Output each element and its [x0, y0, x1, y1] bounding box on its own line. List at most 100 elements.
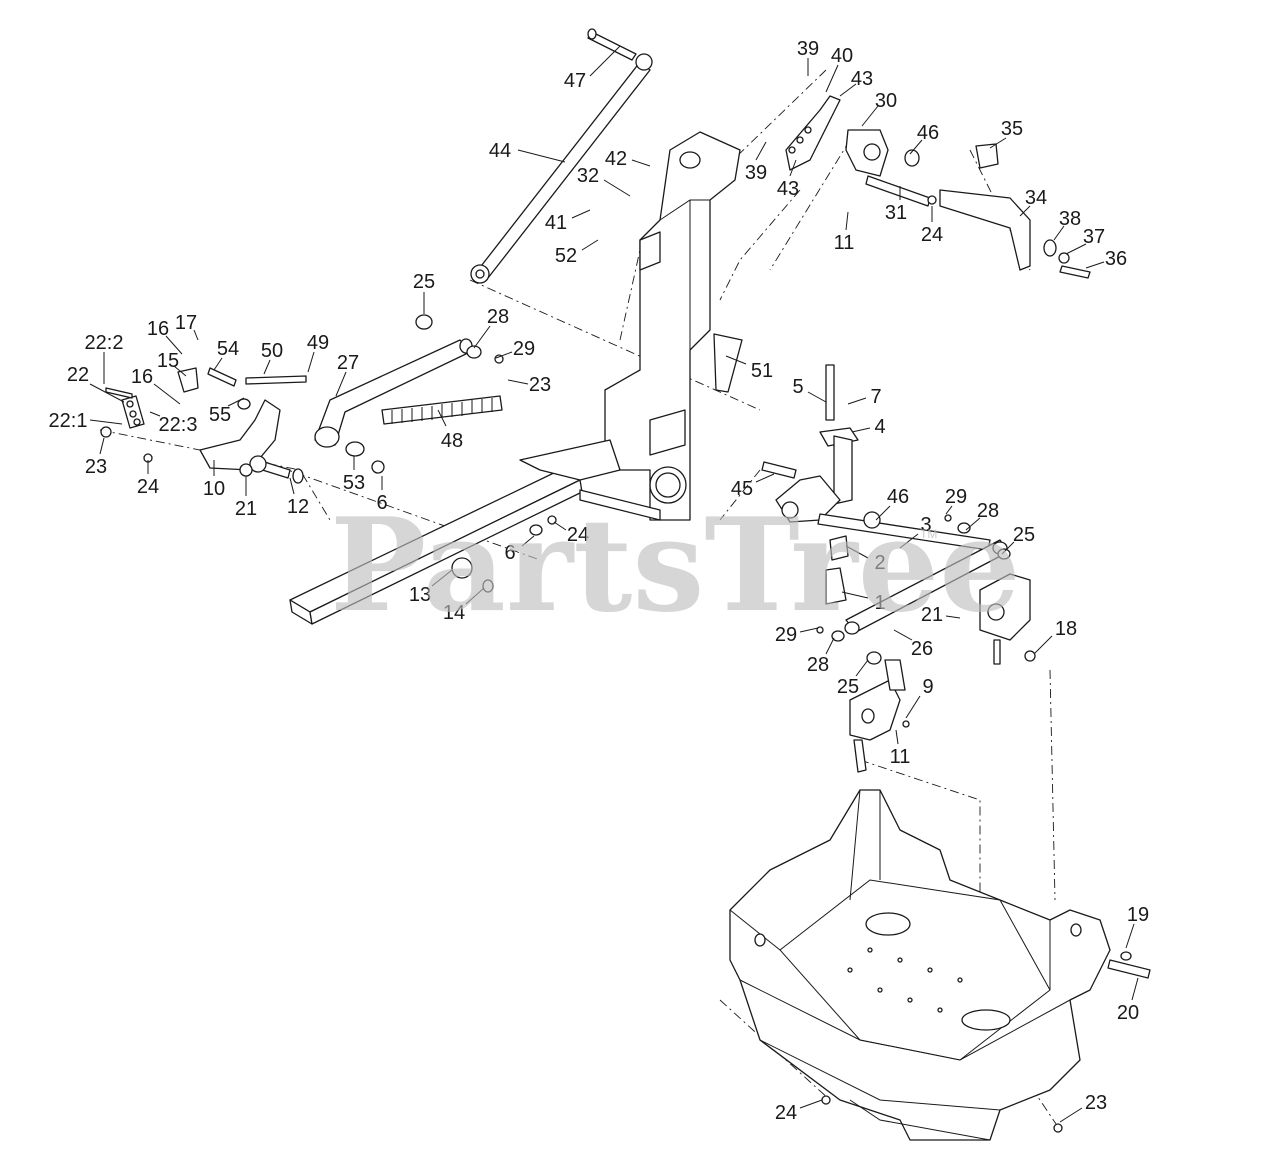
callout-number: 39 — [797, 38, 819, 60]
callout-leader-line — [909, 139, 923, 155]
callout-number: 29 — [513, 338, 535, 360]
callout-leader-line — [1053, 225, 1065, 241]
callout-leader-line — [799, 627, 819, 633]
callout-leader-line — [437, 409, 447, 427]
callout-number: 47 — [564, 70, 586, 92]
callout-number: 28 — [977, 500, 999, 522]
middle-pivot-assembly — [713, 333, 1036, 665]
callout-leader-line — [473, 325, 491, 349]
callout-number: 7 — [870, 386, 881, 408]
callout-number: 30 — [875, 90, 897, 112]
callout-leaders — [89, 45, 1139, 1123]
callout-number: 36 — [1105, 248, 1127, 270]
callout-number: 25 — [837, 676, 859, 698]
callout-leader-line — [173, 365, 187, 377]
callout-leader-line — [895, 729, 899, 745]
callout-leader-line — [507, 379, 529, 385]
callout-number: 29 — [945, 486, 967, 508]
callout-leader-line — [1059, 1107, 1083, 1123]
callout-leader-line — [431, 569, 453, 587]
callout-leader-line — [571, 209, 591, 219]
callout-leader-line — [553, 521, 567, 531]
callout-leader-line — [989, 137, 1007, 149]
callout-number: 23 — [85, 456, 107, 478]
callout-number: 53 — [343, 472, 365, 494]
callout-leader-line — [965, 517, 981, 531]
callout-leader-line — [725, 355, 747, 365]
callout-number: 29 — [775, 624, 797, 646]
callout-number: 4 — [874, 416, 885, 438]
callout-number: 43 — [777, 178, 799, 200]
callout-leader-line — [845, 211, 849, 231]
callout-leader-line — [1085, 261, 1105, 269]
callout-number: 18 — [1055, 618, 1077, 640]
main-frame-column — [604, 131, 741, 521]
callout-number: 27 — [337, 352, 359, 374]
callout-leader-line — [165, 335, 183, 355]
callout-number: 15 — [157, 350, 179, 372]
callout-number: 22 — [67, 364, 89, 386]
callout-leader-line — [841, 591, 869, 599]
callout-leader-line — [1019, 205, 1031, 217]
callout-number: 25 — [1013, 524, 1035, 546]
callout-number: 28 — [807, 654, 829, 676]
callout-number: 22:2 — [85, 332, 124, 354]
callout-leader-line — [149, 411, 161, 417]
callout-number: 1 — [874, 592, 885, 614]
callout-leader-line — [465, 587, 485, 605]
callout-number: 35 — [1001, 118, 1023, 140]
callout-leader-line — [521, 535, 535, 547]
callout-number: 11 — [890, 746, 911, 768]
callout-leader-line — [845, 545, 869, 559]
callout-leader-line — [581, 239, 599, 251]
callout-number: 21 — [235, 498, 257, 520]
callout-number: 2 — [874, 552, 885, 574]
callout-number: 23 — [1085, 1092, 1107, 1114]
top-right-latch — [785, 95, 1091, 279]
callout-leader-line — [1131, 977, 1139, 1001]
callout-number: 40 — [831, 45, 853, 67]
callout-number: 50 — [261, 340, 283, 362]
callout-number: 45 — [731, 478, 753, 500]
callout-leader-line — [855, 659, 869, 677]
callout-leader-line — [755, 473, 775, 483]
callout-number: 11 — [834, 232, 855, 254]
callout-number: 44 — [489, 140, 511, 162]
partstree-watermark: PartsTree TM — [330, 491, 1021, 641]
callout-number: 32 — [577, 165, 599, 187]
callout-leader-line — [945, 505, 953, 515]
callout-number: 10 — [203, 478, 225, 500]
callout-number: 24 — [567, 524, 589, 546]
deck-mounting-bracket — [729, 789, 1151, 1141]
washers-13-14 — [451, 515, 557, 593]
callout-number: 26 — [911, 638, 933, 660]
callout-leader-line — [807, 391, 827, 403]
callout-leader-line — [1033, 635, 1053, 655]
callout-leader-line — [335, 371, 347, 397]
callout-leader-line — [1001, 541, 1015, 555]
callout-number: 6 — [504, 542, 515, 564]
callout-leader-line — [847, 397, 867, 405]
callout-leader-line — [631, 159, 651, 167]
callout-number: 16 — [147, 318, 169, 340]
callout-number: 39 — [745, 162, 767, 184]
lower-latch — [849, 659, 910, 773]
callout-number: 3 — [920, 514, 931, 536]
callout-number: 17 — [175, 312, 197, 334]
square-tube — [289, 439, 661, 625]
callout-leader-line — [603, 179, 631, 197]
callout-number: 55 — [209, 404, 231, 426]
callout-leader-line — [193, 329, 199, 341]
callout-number: 37 — [1083, 226, 1105, 248]
callout-number: 13 — [409, 584, 431, 606]
callout-leader-line — [307, 351, 315, 373]
callout-leader-line — [839, 83, 857, 97]
callout-leader-line — [99, 437, 105, 455]
callout-number: 31 — [885, 202, 907, 224]
callout-number: 54 — [217, 338, 239, 360]
pivot-arm-and-spring — [314, 314, 504, 474]
callout-leader-line — [861, 105, 879, 127]
callout-number: 9 — [922, 676, 933, 698]
callout-leader-line — [755, 141, 767, 161]
callout-number: 24 — [775, 1102, 797, 1124]
